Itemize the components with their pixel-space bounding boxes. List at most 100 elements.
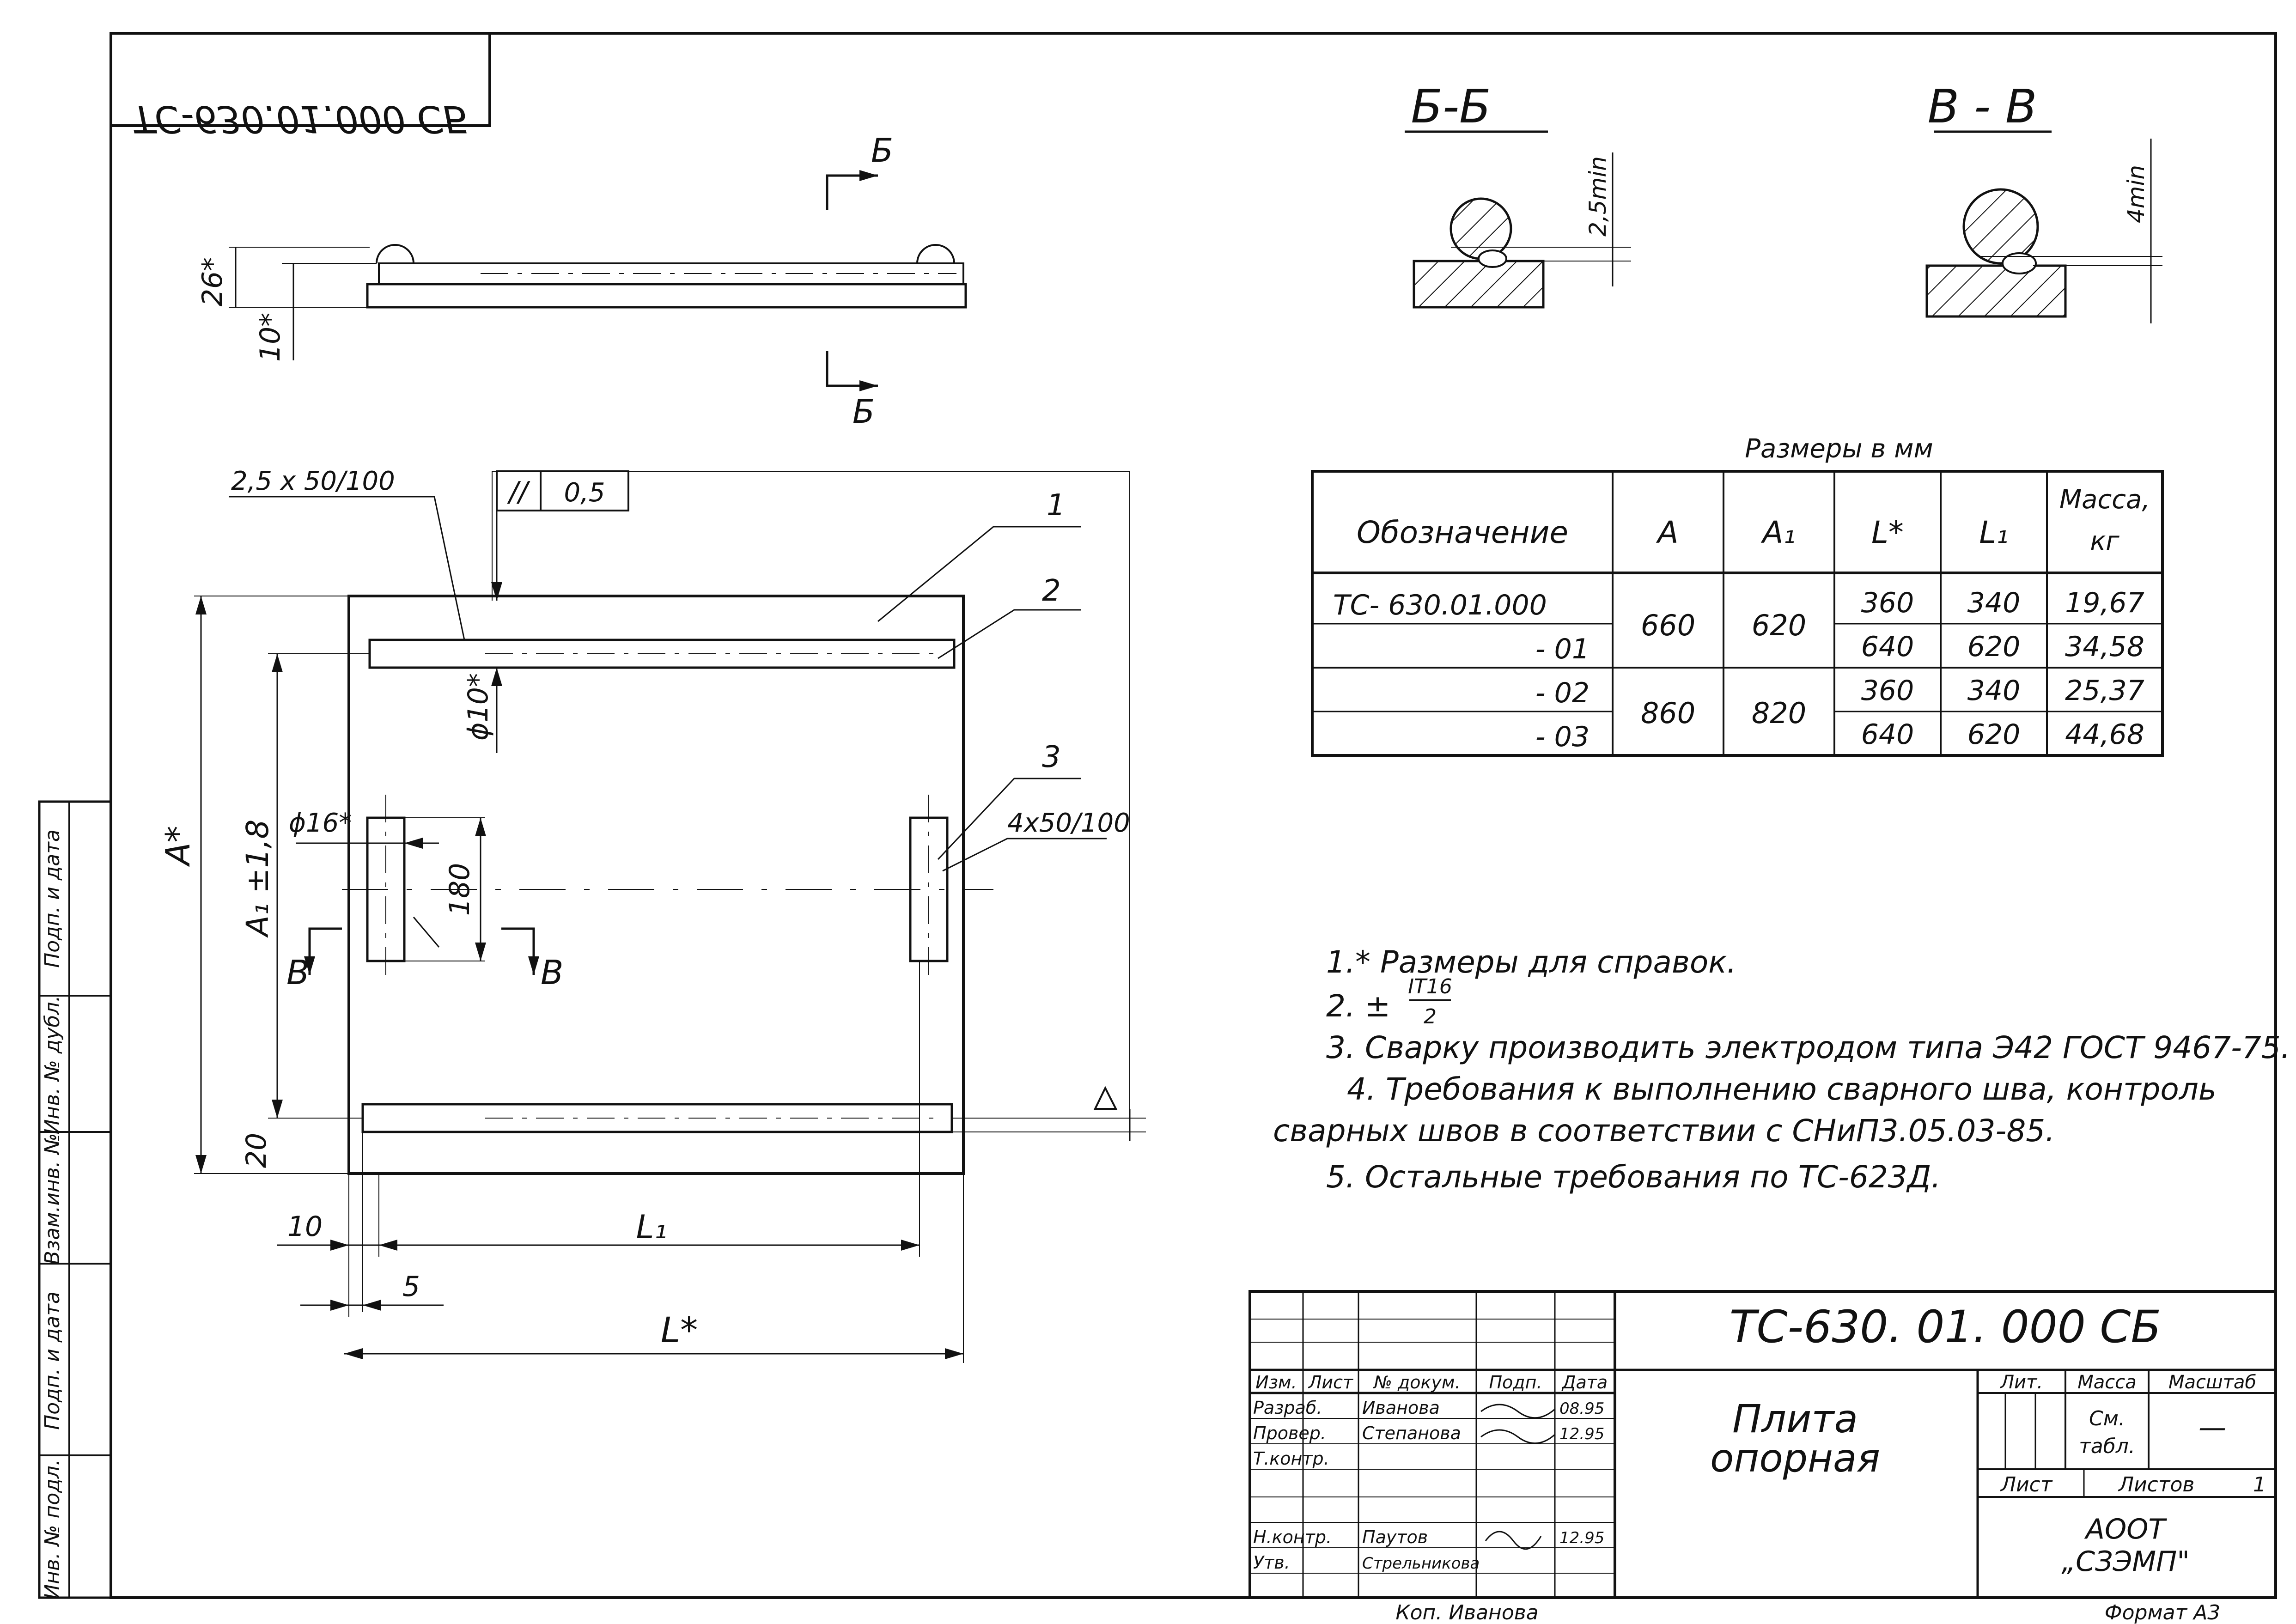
- section-vv-dim: 4min: [2123, 165, 2150, 223]
- dim-a: A*: [158, 826, 197, 867]
- section-bb: Б-Б 2,5min: [1405, 79, 1631, 309]
- mirrored-stamp-text: ТС-630.01.000 СБ: [132, 97, 469, 140]
- weld-callout-top: 2,5 x 50/100: [231, 466, 395, 496]
- dim-phi10: ϕ10*: [462, 673, 494, 741]
- dim-10: 10*: [254, 313, 286, 362]
- table-header: L*: [1871, 515, 1904, 550]
- sign-date: 12.95: [1559, 1425, 1604, 1443]
- signature: [1480, 1429, 1555, 1444]
- note-fraction-numerator: IT16: [1408, 975, 1452, 998]
- table-cell: 19,67: [2065, 587, 2144, 619]
- section-mark-v-right: В: [541, 953, 563, 992]
- sign-date: 12.95: [1559, 1529, 1604, 1547]
- note-line: 1.* Размеры для справок.: [1326, 944, 1736, 980]
- document-number: ТС-630. 01. 000 СБ: [1730, 1301, 2161, 1353]
- mirrored-stamp: ТС-630.01.000 СБ: [110, 32, 491, 140]
- tolerance-symbol: //: [507, 476, 530, 508]
- dim-l1: L₁: [636, 1208, 667, 1246]
- table-cell: 25,37: [2065, 675, 2144, 707]
- section-bb-title: Б-Б: [1411, 79, 1491, 134]
- col-header: № докум.: [1373, 1372, 1460, 1393]
- pos-3: 3: [1042, 740, 1061, 774]
- role-label: Провер.: [1253, 1423, 1326, 1443]
- col-header: Изм.: [1255, 1372, 1297, 1393]
- note-line: сварных швов в соответствии с СНиП3.05.0…: [1273, 1113, 2055, 1149]
- person-name: Паутов: [1362, 1527, 1428, 1547]
- dim-phi16: ϕ16*: [289, 808, 352, 838]
- table-cell: 860: [1641, 696, 1695, 730]
- sheets-value: 1: [2253, 1473, 2266, 1496]
- side-stamp-label: Подп. и дата: [41, 829, 64, 968]
- table-header-mass: Масса,: [2059, 485, 2150, 515]
- weld-callout-side: 4x50/100: [1007, 808, 1130, 838]
- pos-1: 1: [1047, 488, 1066, 523]
- tolerance-value: 0,5: [564, 478, 605, 508]
- note-fraction-denominator: 2: [1424, 1005, 1437, 1028]
- role-label: Н.контр.: [1253, 1527, 1332, 1547]
- note-line: 3. Сварку производить электродом типа Э4…: [1326, 1030, 2290, 1065]
- table-header: A₁: [1760, 515, 1796, 550]
- sheets-label: Листов: [2118, 1473, 2194, 1496]
- organization: АООТ: [2084, 1513, 2167, 1545]
- note-line: 5. Остальные требования по ТС-623Д.: [1326, 1159, 1941, 1195]
- col-header: Дата: [1561, 1372, 1608, 1393]
- person-name: Стрельникова: [1362, 1554, 1480, 1573]
- side-stamp-label: Взам.инв. №: [41, 1133, 64, 1265]
- dim-26: 26*: [196, 257, 229, 306]
- table-cell: 660: [1641, 608, 1695, 642]
- note-line: 2. ±: [1326, 988, 1390, 1024]
- dim-10-plan: 10: [287, 1210, 323, 1243]
- section-bb-dim: 2,5min: [1584, 156, 1611, 237]
- part-name: Плита: [1732, 1396, 1858, 1442]
- table-header: Обозначение: [1357, 515, 1568, 550]
- table-cell: 360: [1861, 587, 1914, 619]
- person-name: Иванова: [1362, 1398, 1440, 1418]
- organization: „СЗЭМП": [2061, 1545, 2190, 1578]
- side-stamp-label: Инв. № подл.: [41, 1459, 64, 1600]
- top-view: 26* 10* Б Б: [196, 132, 967, 431]
- part-name: опорная: [1710, 1435, 1880, 1481]
- mass-value: См.: [2089, 1407, 2125, 1430]
- table-cell: - 02: [1535, 677, 1590, 709]
- pos-2: 2: [1042, 574, 1061, 608]
- role-label: Т.контр.: [1253, 1448, 1329, 1469]
- signature: [1480, 1404, 1555, 1419]
- signature: [1485, 1531, 1542, 1550]
- side-stamp-label: Подп. и дата: [41, 1291, 64, 1430]
- dim-20: 20: [240, 1133, 273, 1168]
- table-cell: - 01: [1535, 633, 1590, 665]
- dim-180: 180: [444, 863, 476, 916]
- base-plate: [347, 595, 965, 1175]
- plan-view: // 0,5 2,5 x 50/100 1 2 3 4x50/100 A* A₁…: [158, 466, 1146, 1363]
- mass-label: Масса: [2077, 1372, 2137, 1393]
- note-line: 4. Требования к выполнению сварного шва,…: [1347, 1071, 2217, 1107]
- section-mark-v-left: В: [286, 953, 309, 992]
- technical-notes: 1.* Размеры для справок. 2. ± IT16 2 3. …: [1273, 944, 2290, 1195]
- section-mark-b-bottom: Б: [853, 393, 875, 431]
- section-mark-b-top: Б: [871, 132, 893, 170]
- sheet-label: Лист: [2000, 1473, 2053, 1496]
- table-cell: 620: [1967, 631, 2021, 663]
- side-stamp: Инв. № подл. Подп. и дата Взам.инв. № Ин…: [38, 800, 112, 1600]
- table-cell: 44,68: [2065, 718, 2144, 751]
- table-cell: 34,58: [2065, 631, 2144, 663]
- dim-5: 5: [402, 1271, 420, 1303]
- title-block: Изм. Лист № докум. Подп. Дата Разраб. Пр…: [1248, 1290, 2277, 1599]
- person-name: Степанова: [1362, 1423, 1461, 1443]
- table-caption: Размеры в мм: [1745, 434, 1933, 464]
- role-label: Разраб.: [1253, 1398, 1322, 1418]
- col-header: Подп.: [1489, 1372, 1542, 1393]
- col-header: Лист: [1308, 1372, 1354, 1393]
- table-cell: - 03: [1535, 721, 1590, 753]
- table-header: L₁: [1979, 515, 2008, 550]
- table-cell: 640: [1861, 631, 1914, 663]
- dim-l: L*: [661, 1309, 698, 1350]
- table-header: A: [1656, 515, 1678, 550]
- side-stamp-label: Инв. № дубл.: [41, 995, 64, 1134]
- role-label: Утв.: [1253, 1552, 1290, 1573]
- table-cell: 340: [1967, 587, 2021, 619]
- table-cell: 620: [1967, 718, 2021, 751]
- table-cell: ТС- 630.01.000: [1333, 589, 1547, 621]
- section-vv: В - В 4min: [1925, 79, 2162, 323]
